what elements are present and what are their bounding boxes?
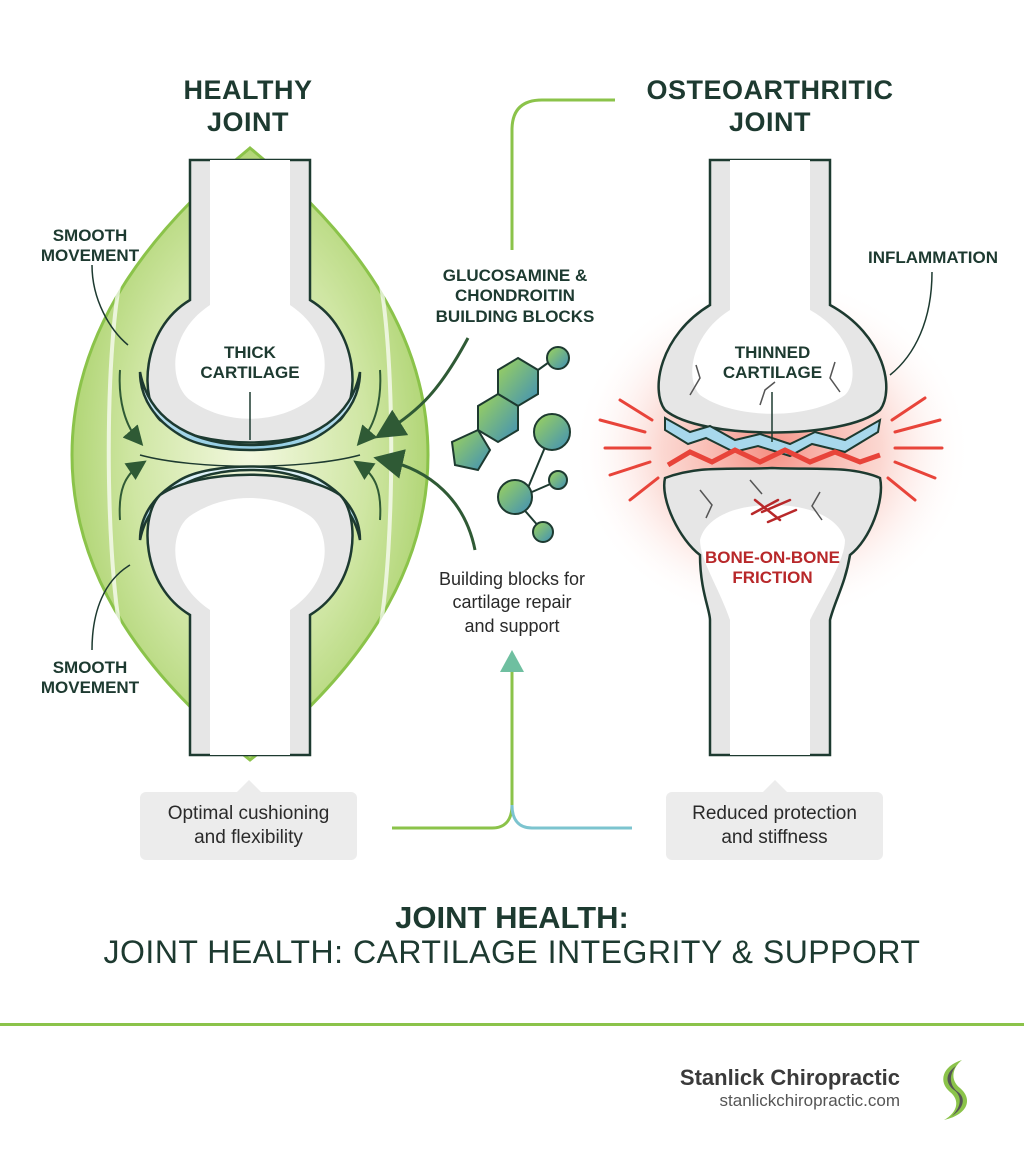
footer-divider [0, 1023, 1024, 1026]
brand-url: stanlickchiropractic.com [719, 1091, 900, 1110]
brand-logo-icon [943, 1060, 968, 1120]
osteo-joint-graphic [572, 158, 972, 757]
subtitle: JOINT HEALTH: CARTILAGE INTEGRITY & SUPP… [103, 934, 921, 970]
main-title: JOINT HEALTH: [395, 900, 629, 935]
bottom-connector [392, 650, 632, 830]
healthy-joint-graphic [70, 146, 430, 762]
molecule-graphic [373, 98, 615, 551]
brand-name: Stanlick Chiropractic [679, 1065, 900, 1090]
inflammation-label: INFLAMMATION [868, 248, 998, 267]
